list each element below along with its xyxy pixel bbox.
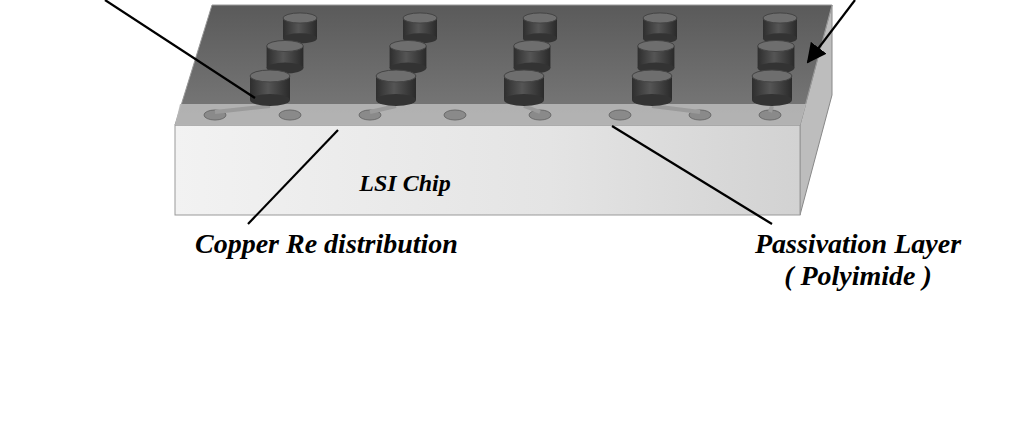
copper-post [403,13,437,23]
passivation-strip [175,104,806,125]
chip-label: LSI Chip [359,170,450,198]
copper-post [763,13,797,23]
copper-trace [524,106,540,112]
leader-line [248,130,338,224]
bond-pad [444,110,466,120]
copper-post [632,94,672,106]
bond-pad [609,110,631,120]
label-text: Copper Re distribution [195,228,458,260]
copper-post [514,40,551,51]
copper-trace [215,106,270,112]
part-label: Passivation Layer ( Polyimide ) [753,228,963,292]
leader-line [612,126,772,224]
copper-post [376,70,416,82]
copper-post [504,70,544,82]
bond-pad [279,110,301,120]
leader-line [105,0,255,98]
leader-line [808,0,855,62]
copper-post [758,40,795,51]
copper-post [632,70,672,82]
copper-post [267,40,304,51]
copper-post [376,94,416,106]
label-text: Passivation Layer ( Polyimide ) [753,228,963,292]
copper-post [752,94,792,106]
copper-post [638,40,675,51]
copper-post [523,13,557,23]
copper-trace [652,106,700,112]
copper-post [250,94,290,106]
copper-post [250,70,290,82]
chip-top [175,5,832,125]
copper-post [390,40,427,51]
copper-post [643,13,677,23]
part-label: Copper Re distribution [195,228,458,260]
copper-trace [370,106,396,112]
copper-post [283,13,317,23]
copper-post [504,94,544,106]
copper-trace [770,106,772,112]
label-text: LSI Chip [359,170,450,198]
copper-post [752,70,792,82]
